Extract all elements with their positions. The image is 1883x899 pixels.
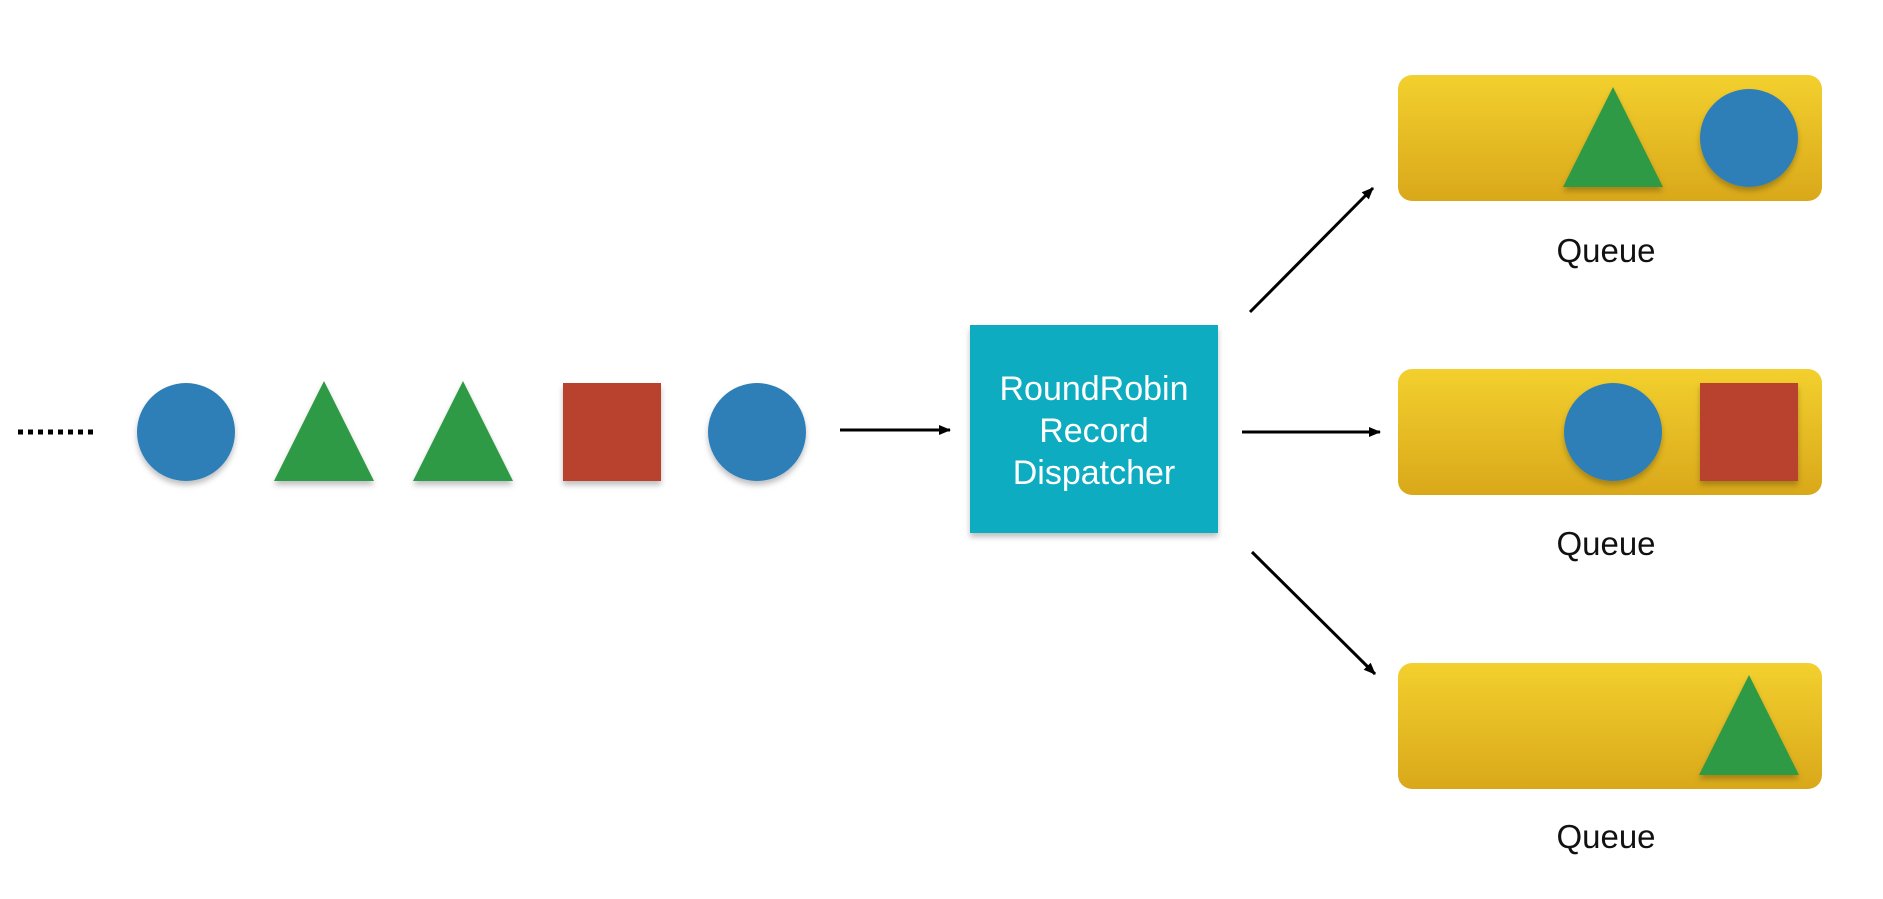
dispatcher-box: RoundRobin Record Dispatcher [970,325,1218,533]
queue-3-items [1699,675,1799,775]
queue-2-label: Queue [1556,525,1655,562]
output-arrow-bottom [1250,550,1377,676]
queue-1: Queue [1398,75,1822,269]
stream-items [137,381,806,481]
queue-2-item-circle-1 [1564,383,1662,481]
dispatcher-label-line-1: RoundRobin [999,370,1188,408]
queue-3: Queue [1398,663,1822,855]
queue-1-item-triangle-1 [1563,87,1663,187]
queue-2-items [1564,383,1798,481]
stream-item-square-4 [563,383,661,481]
stream-item-circle-5 [708,383,806,481]
output-arrow-top [1248,186,1375,314]
queue-1-item-circle-2 [1700,89,1798,187]
queue-3-item-triangle-1 [1699,675,1799,775]
queue-1-items [1563,87,1798,187]
queue-3-label: Queue [1556,818,1655,855]
stream-item-triangle-3 [413,381,513,481]
dispatcher-label-line-3: Dispatcher [1013,454,1176,492]
dispatcher-label-line-2: Record [1039,412,1149,450]
queues: Queue Queue Queue [1398,75,1822,855]
stream-item-triangle-2 [274,381,374,481]
queue-1-label: Queue [1556,232,1655,269]
queue-2-item-square-2 [1700,383,1798,481]
stream-item-circle-1 [137,383,235,481]
queue-2: Queue [1398,369,1822,562]
